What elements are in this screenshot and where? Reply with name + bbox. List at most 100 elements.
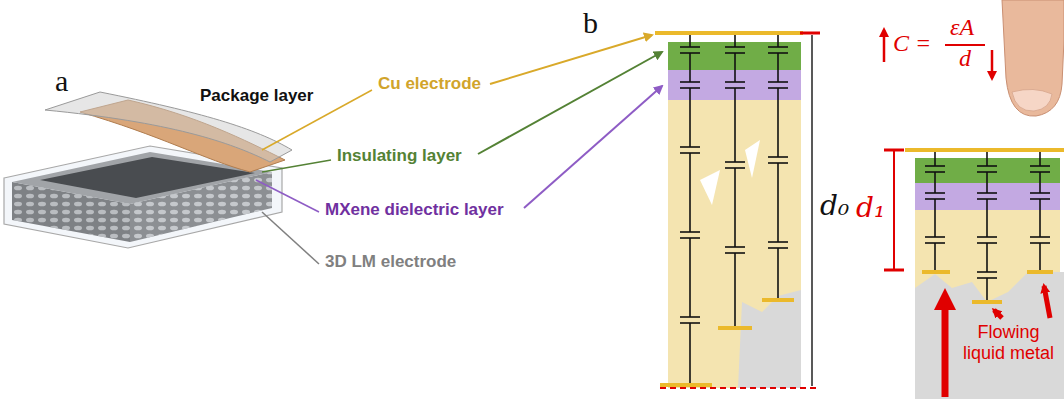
capacitor-stack-pressed	[925, 165, 945, 167]
capacitor-stack-pressed	[1030, 236, 1050, 238]
capacitor-stack-pressed	[1044, 286, 1050, 318]
formula-marks	[991, 50, 994, 78]
capacitor-stack-full	[725, 46, 745, 48]
capacitor-stack-full	[689, 238, 691, 317]
capacitor-stack-full	[734, 253, 736, 326]
capacitor-stack-full	[777, 53, 779, 82]
capacitor-stack-pressed	[1039, 199, 1041, 237]
capacitor-stack-pressed	[934, 172, 936, 193]
layer-label: MXene dielectric layer	[325, 200, 504, 220]
capacitor-stack-full	[680, 35, 788, 383]
capacitor-stack-pressed	[977, 192, 997, 194]
formula-marks	[883, 30, 886, 62]
pointer-arrows	[490, 35, 652, 84]
capacitor-stack-full	[811, 35, 813, 386]
capacitor-stack-full	[689, 88, 691, 147]
capacitor-stack-pressed	[986, 172, 988, 193]
capacitor-stack-pressed	[986, 199, 988, 237]
capacitor-stack-pressed	[942, 300, 949, 397]
capacitor-stack-pressed	[922, 270, 950, 274]
capacitor-stack-full	[689, 53, 691, 82]
capacitor-stack-full	[777, 248, 779, 298]
capacitor-stack-full	[734, 35, 736, 47]
layer-label: Cu electrode	[378, 74, 481, 94]
capacitor-stack-pressed	[1039, 243, 1041, 270]
capacitor-stack-full	[680, 231, 700, 233]
pointer-arrows	[478, 52, 662, 154]
capacitor-stack-pressed	[905, 148, 1064, 152]
capacitor-stack-pressed	[884, 269, 904, 272]
capacitor-stack-full	[680, 316, 700, 318]
layer-label: Package layer	[200, 86, 313, 106]
capacitor-stack-pressed	[977, 236, 997, 238]
capacitor-stack-full	[725, 246, 745, 248]
capacitor-stack-full	[680, 81, 700, 83]
capacitor-stack-full	[738, 290, 801, 388]
capacitor-stack-full	[768, 156, 788, 158]
capacitor-stack-full	[689, 35, 691, 47]
capacitor-stack-full	[718, 326, 752, 330]
pointer-arrows	[478, 35, 662, 208]
panel-letter: b	[583, 6, 598, 41]
capacitor-stack-full	[689, 153, 691, 232]
capacitor-stack-pressed	[925, 152, 1050, 300]
layer-label: Insulating layer	[337, 146, 462, 166]
capacitor-stack-full	[768, 241, 788, 243]
capacitor-stack-full	[777, 35, 779, 47]
formula-text: C =	[893, 30, 931, 58]
layer-label: 3D LM electrode	[325, 252, 456, 272]
capacitor-stack-pressed	[1030, 165, 1050, 167]
capacitor-stack-pressed	[893, 151, 895, 270]
panel-letter: a	[55, 64, 68, 99]
capacitor-stack-pressed	[994, 310, 1002, 318]
device-illustration	[4, 92, 292, 248]
capacitor-stack-full	[680, 146, 700, 148]
capacitor-stack-full	[800, 32, 820, 35]
capacitor-stack-full	[725, 81, 745, 83]
capacitor-stack-pressed	[986, 152, 988, 166]
finger-picture	[1012, 89, 1052, 111]
capacitor-stack-pressed	[972, 300, 1002, 304]
capacitor-stack-pressed	[884, 150, 1064, 399]
leader-lines	[262, 212, 319, 264]
capacitor-stack-full	[660, 383, 712, 387]
capacitor-stack-pressed	[986, 278, 988, 300]
capacitor-stack-pressed	[925, 236, 945, 238]
capacitor-stack-pressed	[934, 199, 936, 237]
capacitor-stack-full	[680, 46, 700, 48]
pointer-arrows	[524, 86, 662, 208]
capacitor-stack-pressed	[934, 152, 936, 166]
capacitor-stack-pressed	[925, 192, 945, 194]
leader-lines	[256, 90, 372, 264]
capacitor-stack-full	[768, 81, 788, 83]
leader-lines	[256, 180, 319, 212]
capacitor-stack-full	[655, 33, 820, 388]
annotation: Flowing liquid metal	[956, 322, 1061, 363]
capacitor-stack-full	[745, 140, 760, 178]
finger-picture	[1002, 0, 1064, 116]
capacitor-stack-full	[777, 88, 779, 157]
leader-lines	[262, 160, 331, 172]
capacitor-stack-pressed	[986, 243, 988, 272]
capacitor-stack-pressed	[1039, 152, 1041, 166]
capacitor-stack-full	[689, 323, 691, 383]
capacitor-stack-full	[655, 31, 803, 35]
capacitor-stack-pressed	[1030, 192, 1050, 194]
formula-marks	[884, 30, 992, 78]
capacitor-stack-pressed	[1027, 270, 1053, 274]
capacitor-stack-pressed	[915, 272, 1064, 399]
capacitor-stack-full	[700, 170, 720, 205]
formula-text: d	[959, 45, 971, 73]
formula-text: εA	[950, 14, 974, 42]
capacitor-stack-full	[768, 46, 788, 48]
finger-picture	[1002, 0, 1064, 116]
dimension-label: d₁	[856, 192, 885, 224]
capacitor-stack-pressed	[977, 271, 997, 273]
capacitor-stack-full	[734, 88, 736, 162]
capacitor-stack-full	[762, 298, 794, 302]
capacitor-stack-full	[734, 168, 736, 247]
capacitor-stack-full	[660, 387, 820, 389]
capacitor-stack-full	[777, 163, 779, 242]
